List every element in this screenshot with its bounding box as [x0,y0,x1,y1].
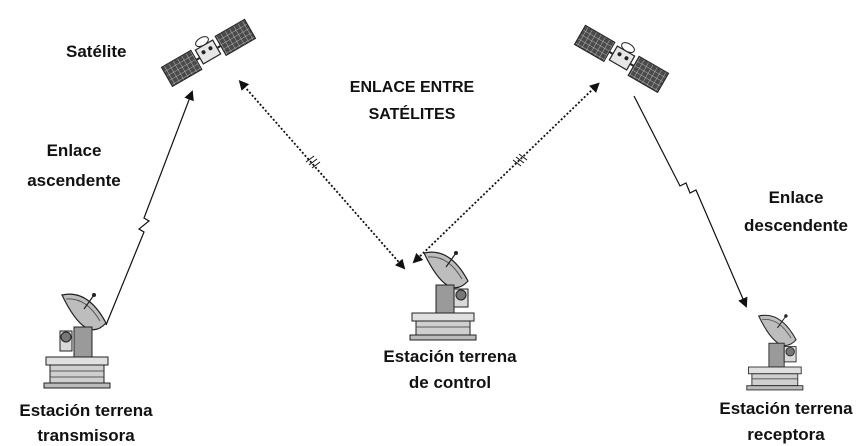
downlink-label-line1: Enlace [769,188,824,207]
left-control-link [238,79,406,270]
control-station-label-line2: de control [409,373,491,392]
receiver-station-label-line2: receptora [747,425,825,444]
left-link-ticks [305,155,321,169]
uplink-arrow [105,90,194,326]
uplink-label-line1: Enlace [47,141,102,160]
control-station-label-line1: Estación terrena [383,347,517,366]
right-satellite-icon [573,24,670,94]
transmitter-station-icon [43,293,111,389]
uplink-label-line2: ascendente [27,171,121,190]
downlink-arrow [633,95,748,308]
inter-link-label-line1: ENLACE ENTRE [350,79,475,96]
control-station-icon [409,251,477,341]
right-control-link [412,82,600,264]
downlink-label-line2: descendente [744,216,848,235]
satellite-label: Satélite [66,42,126,61]
receiver-station-icon [746,314,804,391]
inter-link-label-line2: SATÉLITES [369,104,456,123]
transmitter-station-label-line1: Estación terrena [19,401,153,420]
transmitter-station-label-line2: transmisora [37,426,135,445]
left-satellite-icon [160,18,257,88]
receiver-station-label-line1: Estación terrena [719,399,853,418]
right-link-ticks [512,153,528,167]
